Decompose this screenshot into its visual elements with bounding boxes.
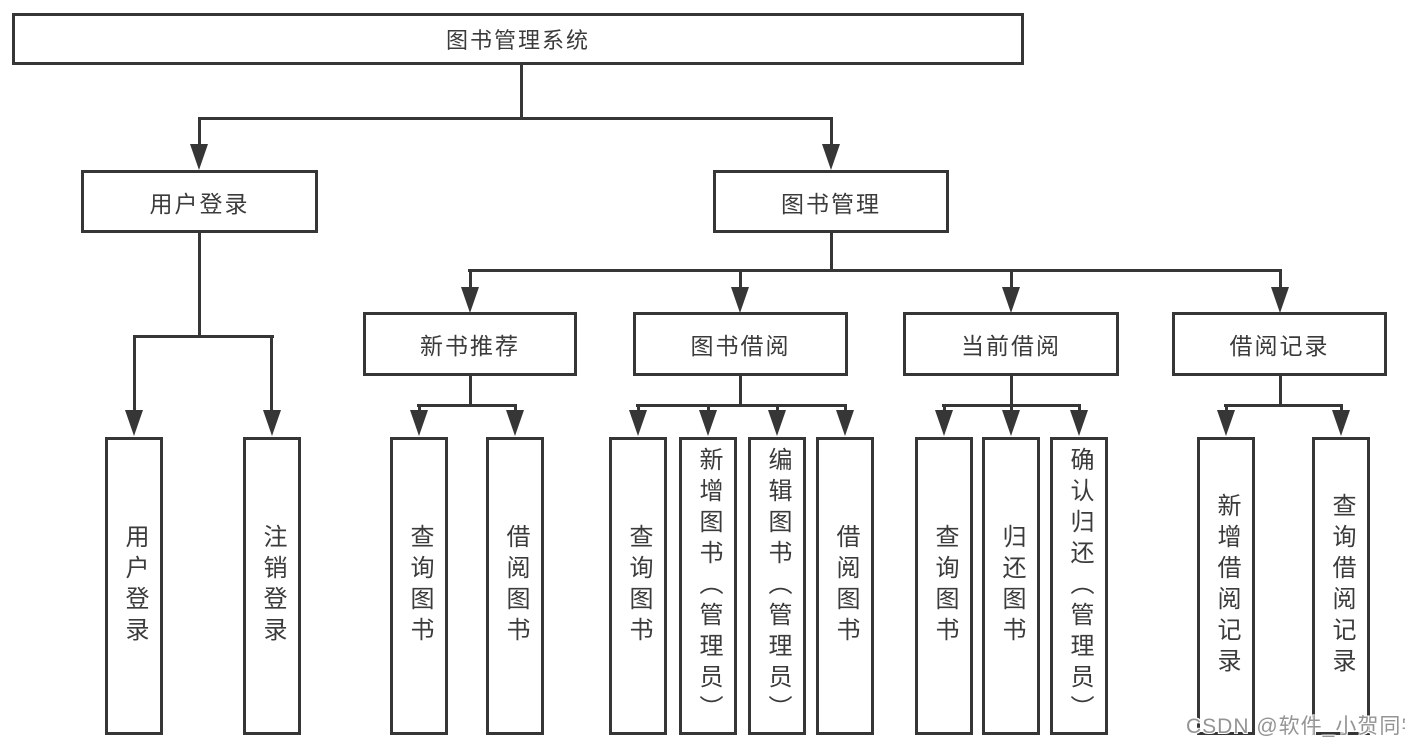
arrowhead-down-icon bbox=[1002, 410, 1020, 436]
leaf-user-login: 用户登录 bbox=[105, 437, 163, 735]
connector-book-mgmt-hbar bbox=[468, 269, 1282, 272]
connector-leaf-hbar bbox=[417, 404, 517, 407]
connector-line bbox=[270, 335, 273, 411]
arrowhead-down-icon bbox=[731, 287, 749, 313]
node-label: 查询图书 bbox=[406, 524, 433, 648]
node-book-management: 图书管理 bbox=[713, 170, 949, 233]
leaf-edit-book-admin: 编辑图书（管理员） bbox=[748, 437, 806, 735]
arrowhead-down-icon bbox=[506, 410, 524, 436]
arrowhead-down-icon bbox=[1217, 410, 1235, 436]
leaf-search-books-borrowing: 查询图书 bbox=[609, 437, 667, 735]
arrowhead-down-icon bbox=[768, 410, 786, 436]
node-label: 用户登录 bbox=[149, 190, 250, 217]
arrowhead-down-icon bbox=[263, 410, 281, 436]
connector-book-mgmt-stem bbox=[830, 233, 833, 271]
connector-line bbox=[830, 117, 833, 145]
arrowhead-down-icon bbox=[935, 410, 953, 436]
connector-root-hbar bbox=[198, 117, 833, 120]
arrowhead-down-icon bbox=[1070, 410, 1088, 436]
connector-line bbox=[1010, 376, 1013, 407]
node-label: 图书管理系统 bbox=[445, 28, 590, 53]
arrowhead-down-icon bbox=[410, 410, 428, 436]
arrowhead-down-icon bbox=[1002, 287, 1020, 313]
connector-line bbox=[707, 404, 710, 412]
connector-line bbox=[1078, 404, 1081, 412]
arrowhead-down-icon bbox=[1332, 410, 1350, 436]
node-label: 当前借阅 bbox=[961, 333, 1061, 359]
connector-line bbox=[469, 376, 472, 407]
node-label: 归还图书 bbox=[998, 524, 1025, 648]
connector-leaf-hbar bbox=[636, 404, 847, 407]
node-label: 图书管理 bbox=[781, 190, 881, 217]
node-label: 借阅图书 bbox=[832, 524, 859, 648]
connector-user-login-stem bbox=[198, 233, 201, 337]
connector-line bbox=[844, 404, 847, 412]
connector-line bbox=[469, 269, 472, 289]
connector-line bbox=[776, 404, 779, 412]
node-borrowing-records: 借阅记录 bbox=[1172, 312, 1387, 376]
node-label: 新书推荐 bbox=[420, 333, 520, 359]
leaf-add-borrow-record: 新增借阅记录 bbox=[1197, 437, 1255, 735]
node-label: 注销登录 bbox=[259, 524, 286, 648]
connector-line bbox=[514, 404, 517, 412]
connector-line bbox=[1279, 376, 1282, 407]
connector-line bbox=[943, 404, 946, 412]
arrowhead-down-icon bbox=[836, 410, 854, 436]
connector-line bbox=[637, 404, 640, 412]
connector-user-login-hbar bbox=[133, 335, 274, 338]
leaf-add-book-admin: 新增图书（管理员） bbox=[679, 437, 737, 735]
node-label: 新增借阅记录 bbox=[1213, 493, 1240, 679]
node-label: 用户登录 bbox=[121, 524, 148, 648]
arrowhead-down-icon bbox=[699, 410, 717, 436]
node-label: 图书借阅 bbox=[690, 333, 791, 359]
node-label: 确认归还（管理员） bbox=[1066, 446, 1093, 726]
arrowhead-down-icon bbox=[125, 410, 143, 436]
node-book-borrowing: 图书借阅 bbox=[633, 312, 848, 376]
arrowhead-down-icon bbox=[190, 144, 208, 170]
node-library-system: 图书管理系统 bbox=[12, 13, 1024, 65]
node-label: 借阅记录 bbox=[1229, 333, 1330, 359]
node-new-book-recommend: 新书推荐 bbox=[363, 312, 577, 376]
connector-line bbox=[1010, 269, 1013, 289]
leaf-confirm-return-admin: 确认归还（管理员） bbox=[1050, 437, 1108, 735]
leaf-return-books: 归还图书 bbox=[982, 437, 1040, 735]
connector-line bbox=[1340, 404, 1343, 412]
connector-line bbox=[198, 117, 201, 145]
node-user-login: 用户登录 bbox=[81, 170, 318, 233]
connector-line bbox=[1279, 269, 1282, 289]
leaf-search-books-recommend: 查询图书 bbox=[390, 437, 448, 735]
arrowhead-down-icon bbox=[1271, 287, 1289, 313]
connector-leaf-hbar bbox=[1224, 404, 1343, 407]
connector-line bbox=[133, 335, 136, 411]
node-label: 查询借阅记录 bbox=[1328, 493, 1355, 679]
arrowhead-down-icon bbox=[822, 144, 840, 170]
connector-line bbox=[739, 269, 742, 289]
node-label: 编辑图书（管理员） bbox=[764, 446, 791, 726]
connector-line bbox=[1225, 404, 1228, 412]
node-current-borrowing: 当前借阅 bbox=[903, 312, 1119, 376]
arrowhead-down-icon bbox=[461, 287, 479, 313]
arrowhead-down-icon bbox=[629, 410, 647, 436]
csdn-watermark: CSDN @软件_小贺同学 bbox=[1186, 715, 1405, 738]
connector-line bbox=[739, 376, 742, 407]
connector-line bbox=[418, 404, 421, 412]
node-label: 查询图书 bbox=[625, 524, 652, 648]
node-label: 新增图书（管理员） bbox=[695, 446, 722, 726]
connector-root-stem bbox=[520, 65, 523, 118]
leaf-borrow-books-recommend: 借阅图书 bbox=[486, 437, 544, 735]
leaf-borrow-books: 借阅图书 bbox=[816, 437, 874, 735]
leaf-logout-login: 注销登录 bbox=[243, 437, 301, 735]
leaf-search-borrow-record: 查询借阅记录 bbox=[1312, 437, 1370, 735]
leaf-search-books-current: 查询图书 bbox=[915, 437, 973, 735]
connector-line bbox=[1010, 404, 1013, 412]
node-label: 借阅图书 bbox=[502, 524, 529, 648]
node-label: 查询图书 bbox=[931, 524, 958, 648]
